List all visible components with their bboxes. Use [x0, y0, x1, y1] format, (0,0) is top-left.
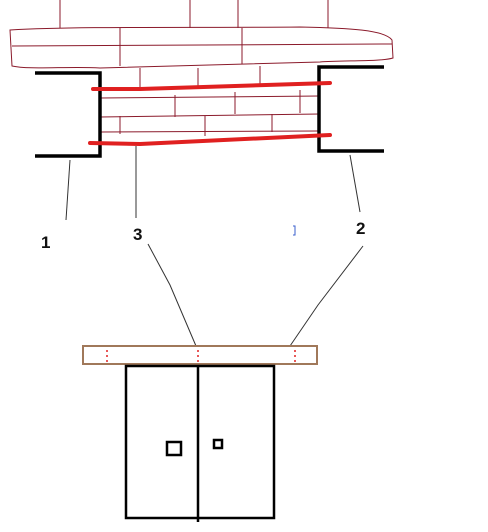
leader-line-3-lower	[147, 243, 197, 347]
brick-wall	[9, 0, 394, 136]
label-2: 2	[356, 219, 366, 238]
leader-line-1	[65, 159, 71, 221]
leader-line-2-lower	[289, 245, 364, 347]
right-door-handle	[212, 438, 224, 450]
upper-tie-rod	[91, 81, 332, 91]
left-door-handle	[165, 440, 183, 457]
lintel-board	[82, 345, 318, 365]
double-door	[124, 364, 276, 522]
label-3: 3	[133, 225, 143, 244]
right-channel	[317, 65, 384, 153]
board-rod-marks	[106, 350, 296, 362]
door-frame	[124, 364, 276, 520]
left-channel	[35, 71, 102, 158]
leader-line-2	[349, 154, 361, 213]
stray-mark	[293, 225, 296, 236]
label-1: 1	[41, 233, 51, 252]
lower-tie-rod	[88, 133, 332, 147]
